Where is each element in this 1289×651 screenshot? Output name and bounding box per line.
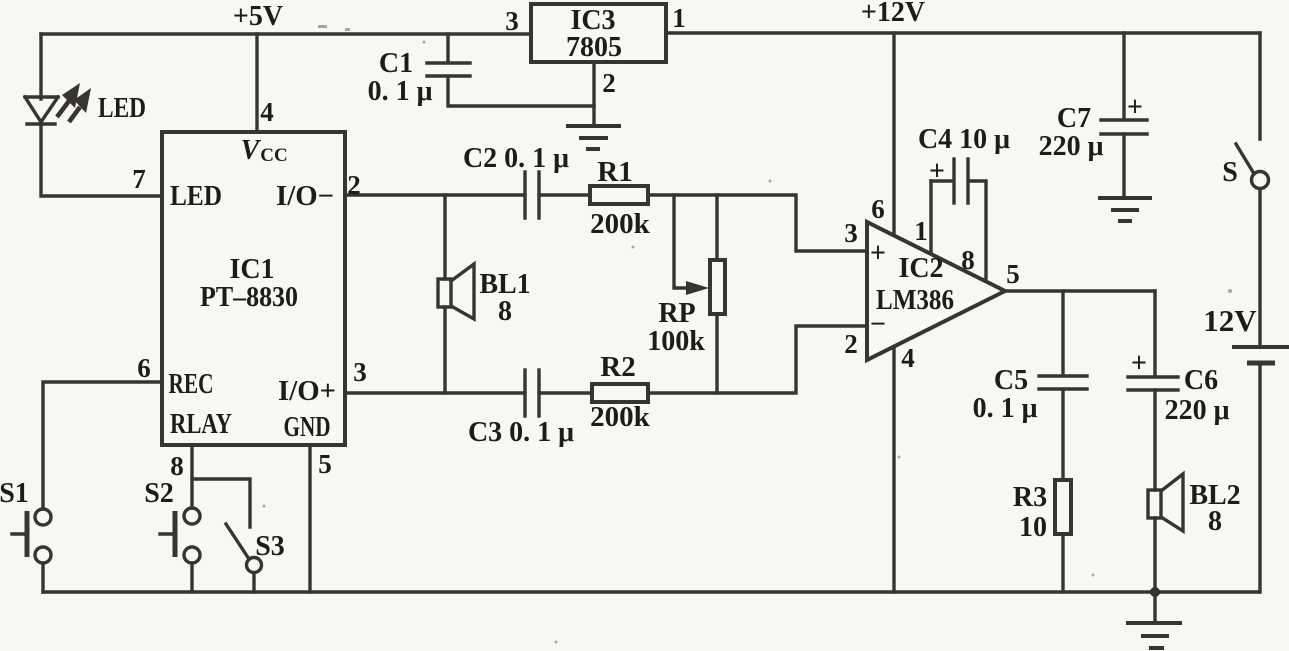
svg-text:REC: REC — [169, 369, 214, 400]
svg-text:−: − — [870, 309, 886, 340]
svg-text:C7: C7 — [1057, 103, 1091, 134]
svg-text:S: S — [1222, 157, 1238, 188]
svg-text:GND: GND — [284, 412, 331, 443]
svg-text:LED: LED — [98, 92, 146, 124]
svg-text:S1: S1 — [0, 478, 29, 509]
svg-text:7805: 7805 — [566, 32, 622, 63]
svg-text:2: 2 — [844, 329, 858, 359]
svg-text:C4 10 μ: C4 10 μ — [918, 124, 1010, 155]
svg-text:+: + — [870, 238, 886, 269]
svg-text:RLAY: RLAY — [170, 409, 232, 440]
svg-text:BL1: BL1 — [479, 269, 530, 300]
svg-text:8: 8 — [1208, 506, 1222, 537]
svg-text:+: + — [929, 156, 945, 187]
svg-text:7: 7 — [132, 164, 146, 194]
svg-text:IC3: IC3 — [570, 5, 615, 36]
svg-text:4: 4 — [260, 97, 274, 127]
svg-text:10: 10 — [1019, 512, 1047, 543]
svg-text:C3 0. 1 μ: C3 0. 1 μ — [468, 417, 574, 448]
svg-text:R2: R2 — [600, 351, 635, 383]
svg-text:6: 6 — [137, 353, 151, 383]
svg-text:2: 2 — [347, 170, 361, 200]
svg-text:CC: CC — [260, 145, 287, 166]
svg-text:100k: 100k — [647, 326, 705, 357]
svg-text:LM386: LM386 — [876, 285, 954, 316]
svg-text:V: V — [241, 135, 262, 166]
svg-text:200k: 200k — [590, 208, 651, 240]
svg-text:C1: C1 — [379, 48, 413, 79]
svg-text:PT–8830: PT–8830 — [200, 281, 298, 313]
svg-text:R3: R3 — [1013, 482, 1047, 513]
svg-text:200k: 200k — [590, 401, 651, 433]
svg-text:0. 1 μ: 0. 1 μ — [368, 76, 433, 107]
svg-text:+: + — [1131, 348, 1147, 379]
svg-text:R1: R1 — [597, 156, 632, 188]
svg-text:2: 2 — [602, 68, 616, 98]
svg-text:3: 3 — [844, 218, 858, 248]
svg-text:C6: C6 — [1184, 365, 1218, 396]
svg-text:5: 5 — [1006, 259, 1020, 289]
svg-text:1: 1 — [914, 216, 928, 246]
svg-text:+5V: +5V — [233, 1, 283, 32]
svg-text:12V: 12V — [1203, 303, 1257, 338]
svg-text:BL2: BL2 — [1189, 480, 1240, 511]
svg-text:220 μ: 220 μ — [1165, 395, 1230, 426]
svg-text:I/O−: I/O− — [276, 181, 334, 212]
svg-text:LED: LED — [170, 181, 222, 212]
svg-text:3: 3 — [505, 6, 519, 36]
svg-text:RP: RP — [658, 298, 695, 329]
svg-text:8: 8 — [170, 451, 184, 481]
svg-text:3: 3 — [353, 357, 367, 387]
svg-text:6: 6 — [871, 194, 885, 224]
svg-text:8: 8 — [498, 296, 512, 327]
svg-text:C2 0. 1 μ: C2 0. 1 μ — [463, 143, 569, 174]
svg-text:IC1: IC1 — [229, 254, 274, 285]
svg-text:S2: S2 — [144, 478, 174, 509]
svg-text:I/O+: I/O+ — [278, 376, 336, 407]
svg-text:1: 1 — [672, 3, 686, 33]
svg-text:S3: S3 — [255, 531, 285, 562]
svg-text:4: 4 — [901, 343, 915, 373]
svg-text:5: 5 — [318, 449, 332, 479]
svg-text:8: 8 — [961, 245, 975, 275]
svg-text:C5: C5 — [994, 365, 1028, 396]
svg-text:0. 1 μ: 0. 1 μ — [973, 393, 1038, 424]
svg-text:220 μ: 220 μ — [1039, 131, 1104, 162]
svg-text:+12V: +12V — [861, 0, 925, 28]
svg-text:IC2: IC2 — [898, 253, 943, 284]
svg-text:+: + — [1127, 92, 1143, 123]
